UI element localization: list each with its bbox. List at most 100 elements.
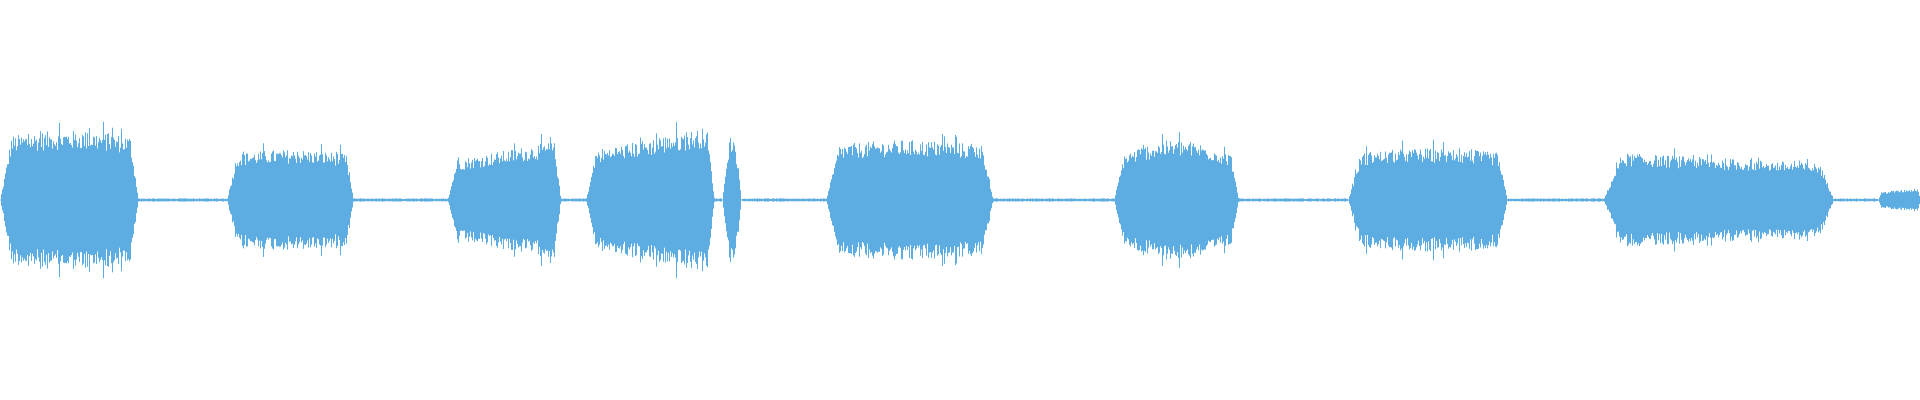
- waveform-sample: [1378, 155, 1379, 245]
- waveform-sample: [1597, 198, 1598, 202]
- waveform-sample: [406, 198, 407, 202]
- waveform-sample: [1376, 157, 1377, 243]
- waveform-sample: [842, 148, 843, 252]
- waveform-sample: [826, 198, 827, 202]
- waveform-sample: [295, 158, 296, 242]
- waveform-sample: [1037, 198, 1038, 202]
- waveform-sample: [669, 138, 670, 262]
- waveform-sample: [1331, 198, 1332, 202]
- waveform-sample: [853, 144, 854, 256]
- waveform-sample: [1885, 192, 1886, 208]
- waveform-sample: [287, 150, 288, 250]
- waveform-sample: [13, 136, 14, 264]
- waveform-sample: [663, 138, 664, 262]
- waveform-sample: [344, 155, 345, 245]
- waveform-sample: [1865, 198, 1866, 202]
- waveform-sample: [1730, 159, 1731, 241]
- waveform-sample: [1034, 199, 1035, 201]
- waveform-sample: [673, 142, 674, 258]
- waveform-sample: [71, 145, 72, 255]
- waveform-sample: [808, 198, 809, 202]
- waveform-sample: [130, 140, 131, 260]
- waveform-sample: [1495, 153, 1496, 247]
- waveform-sample: [761, 198, 762, 202]
- waveform-sample: [812, 198, 813, 202]
- waveform-sample: [893, 143, 894, 257]
- waveform-sample: [523, 161, 524, 239]
- waveform-sample: [803, 198, 804, 202]
- waveform-sample: [1832, 195, 1833, 205]
- waveform-sample: [1434, 162, 1435, 238]
- waveform-sample: [54, 144, 55, 256]
- waveform-sample: [1848, 199, 1849, 202]
- waveform-sample: [1190, 141, 1191, 259]
- waveform-sample: [988, 176, 989, 224]
- waveform-sample: [191, 198, 192, 202]
- waveform-sample: [337, 154, 338, 246]
- waveform-sample: [928, 142, 929, 258]
- waveform-sample: [1028, 199, 1029, 201]
- waveform-sample: [801, 198, 802, 202]
- waveform-sample: [1125, 159, 1126, 242]
- waveform-sample: [548, 143, 549, 257]
- waveform-sample: [1844, 199, 1845, 201]
- waveform-sample: [566, 198, 567, 202]
- waveform-sample: [1287, 198, 1288, 202]
- waveform-sample: [171, 199, 172, 201]
- waveform-sample: [699, 148, 700, 252]
- waveform-sample: [655, 151, 656, 249]
- waveform-sample: [728, 159, 729, 241]
- waveform-sample: [1226, 161, 1227, 239]
- waveform-sample: [158, 198, 159, 202]
- waveform-sample: [1152, 150, 1153, 250]
- waveform-sample: [186, 198, 187, 202]
- waveform-sample: [688, 144, 689, 256]
- waveform-sample: [1827, 183, 1828, 217]
- waveform-sample: [711, 171, 712, 229]
- waveform-sample: [1139, 150, 1140, 250]
- waveform-sample: [1795, 166, 1796, 234]
- waveform-sample: [766, 198, 767, 202]
- waveform-sample: [1461, 154, 1462, 246]
- waveform-sample: [563, 198, 564, 202]
- waveform-sample: [1824, 175, 1825, 225]
- waveform-sample: [18, 135, 19, 265]
- waveform-sample: [797, 198, 798, 202]
- waveform-sample: [1202, 149, 1203, 251]
- waveform-sample: [1026, 198, 1027, 202]
- waveform-sample: [45, 135, 46, 265]
- waveform-sample: [1635, 157, 1636, 243]
- waveform-sample: [697, 130, 698, 270]
- waveform-sample: [92, 145, 93, 255]
- waveform-sample: [1405, 160, 1406, 240]
- waveform-sample: [1840, 198, 1841, 202]
- waveform-sample: [1254, 199, 1255, 201]
- waveform-sample: [483, 167, 484, 233]
- waveform-sample: [198, 198, 199, 201]
- waveform-sample: [1855, 199, 1856, 201]
- waveform-sample: [1717, 165, 1718, 235]
- waveform-sample: [1124, 156, 1125, 244]
- waveform-sample: [1741, 166, 1742, 234]
- waveform-sample: [1907, 191, 1908, 209]
- waveform-sample: [538, 145, 539, 255]
- waveform-sample: [1159, 147, 1160, 253]
- waveform-sample: [1654, 160, 1655, 240]
- waveform-sample: [897, 146, 898, 254]
- waveform-sample: [1407, 161, 1408, 238]
- waveform-sample: [513, 160, 514, 240]
- waveform-sample: [651, 154, 652, 246]
- waveform-sample: [1479, 156, 1480, 244]
- waveform-sample: [201, 198, 202, 202]
- waveform-sample: [1323, 198, 1324, 202]
- waveform-sample: [923, 154, 924, 246]
- waveform-sample: [1398, 152, 1399, 248]
- waveform-sample: [630, 152, 631, 248]
- waveform-sample: [168, 198, 169, 202]
- waveform-sample: [573, 198, 574, 202]
- waveform-sample: [185, 198, 186, 202]
- waveform-sample: [704, 146, 705, 254]
- waveform-sample: [251, 158, 252, 242]
